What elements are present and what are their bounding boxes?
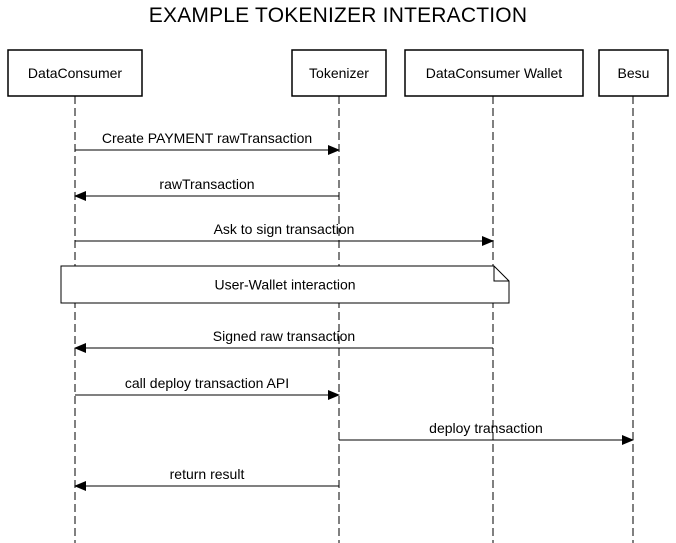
message-7: return result	[74, 466, 339, 491]
note-fold	[493, 266, 509, 282]
participant-label-besu: Besu	[618, 65, 650, 81]
participant-dataconsumer: DataConsumer	[7, 49, 143, 97]
message-label-2: rawTransaction	[159, 176, 254, 192]
participant-tokenizer: Tokenizer	[291, 49, 387, 97]
participant-box-besu	[598, 49, 669, 97]
message-label-6: deploy transaction	[429, 420, 543, 436]
diagram-title: EXAMPLE TOKENIZER INTERACTION	[148, 4, 528, 27]
participant-box-dataconsumer	[7, 49, 143, 97]
participant-wallet: DataConsumer Wallet	[404, 49, 584, 97]
note-label: User-Wallet interaction	[214, 277, 355, 293]
message-1: Create PAYMENT rawTransaction	[75, 130, 340, 155]
participant-box-wallet	[404, 49, 584, 97]
participant-label-tokenizer: Tokenizer	[309, 65, 369, 81]
message-2: rawTransaction	[74, 176, 339, 201]
message-label-7: return result	[170, 466, 245, 482]
message-label-1: Create PAYMENT rawTransaction	[102, 130, 312, 146]
note-box	[60, 265, 510, 304]
message-3: Ask to sign transaction	[75, 221, 494, 246]
message-label-5: call deploy transaction API	[125, 375, 289, 391]
message-6: deploy transaction	[339, 420, 634, 445]
participant-label-wallet: DataConsumer Wallet	[426, 65, 563, 81]
message-5: call deploy transaction API	[75, 375, 340, 400]
participant-label-dataconsumer: DataConsumer	[28, 65, 122, 81]
participant-box-tokenizer	[291, 49, 387, 97]
message-4: Signed raw transaction	[74, 328, 493, 353]
participant-besu: Besu	[598, 49, 669, 97]
note-user-wallet: User-Wallet interaction	[60, 265, 510, 304]
message-label-3: Ask to sign transaction	[214, 221, 355, 237]
message-label-4: Signed raw transaction	[213, 328, 355, 344]
